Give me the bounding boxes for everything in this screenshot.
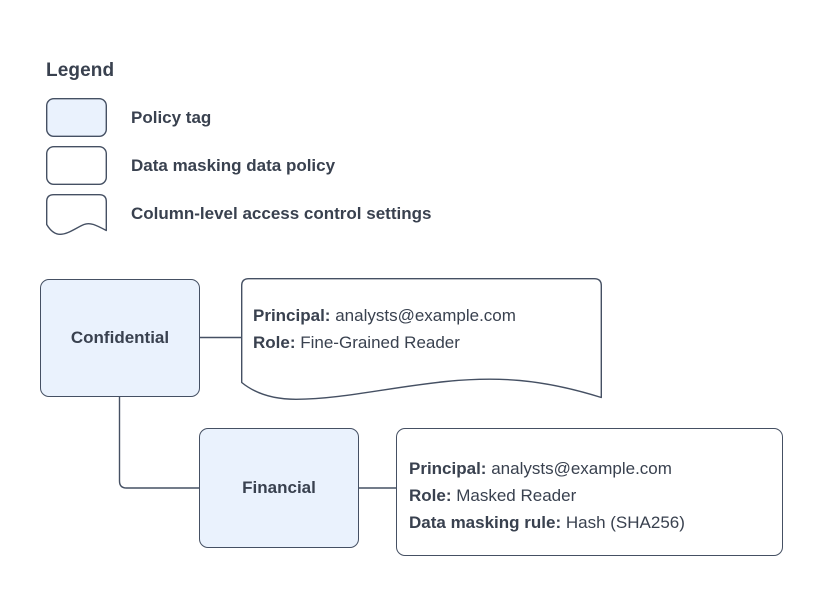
legend-label: Policy tag [131,108,212,127]
card-line: Role: Fine-Grained Reader [253,329,592,356]
policy-tag-node-confidential[interactable]: Confidential [40,279,200,397]
rounded-rect-outline-swatch-icon [45,145,107,185]
card-line-value: analysts@example.com [491,459,672,478]
node-label: Confidential [70,328,170,347]
legend-item-data-masking-policy: Data masking data policy [45,145,336,185]
legend-label: Column-level access control settings [131,203,432,223]
card-body: Principal: analysts@example.com Role: Fi… [253,302,592,356]
card-line-label: Role: [409,486,452,505]
card-line-label: Principal: [409,459,487,478]
node-label: Financial [242,478,316,497]
card-line-label: Role: [253,333,296,352]
card-line-value: Hash (SHA256) [565,513,685,532]
wavy-bottom-document-swatch-icon [46,194,107,235]
wavy-bottom-card-shape [241,278,602,400]
card-line-value: Fine-Grained Reader [300,333,460,352]
legend-label: Data masking data policy [131,156,336,175]
access-control-settings-card[interactable]: Principal: analysts@example.com Role: Fi… [241,278,602,400]
card-line: Principal: analysts@example.com [409,455,772,482]
card-line-value: analysts@example.com [335,306,516,325]
rounded-rect-filled-swatch-icon [45,97,107,137]
legend-item-policy-tag: Policy tag [45,97,212,137]
card-line: Role: Masked Reader [409,482,772,509]
connector-confidential-to-financial [118,397,199,489]
card-body: Principal: analysts@example.com Role: Ma… [409,455,772,536]
card-line-label: Principal: [253,306,331,325]
legend-item-column-level-access: Column-level access control settings [46,194,432,235]
card-line: Data masking rule: Hash (SHA256) [409,509,772,536]
card-line-value: Masked Reader [456,486,577,505]
card-line: Principal: analysts@example.com [253,302,592,329]
card-line-label: Data masking rule: [409,513,562,532]
legend-title: Legend [46,60,115,81]
data-masking-policy-card[interactable]: Principal: analysts@example.com Role: Ma… [396,428,783,556]
policy-tag-node-financial[interactable]: Financial [199,428,359,548]
